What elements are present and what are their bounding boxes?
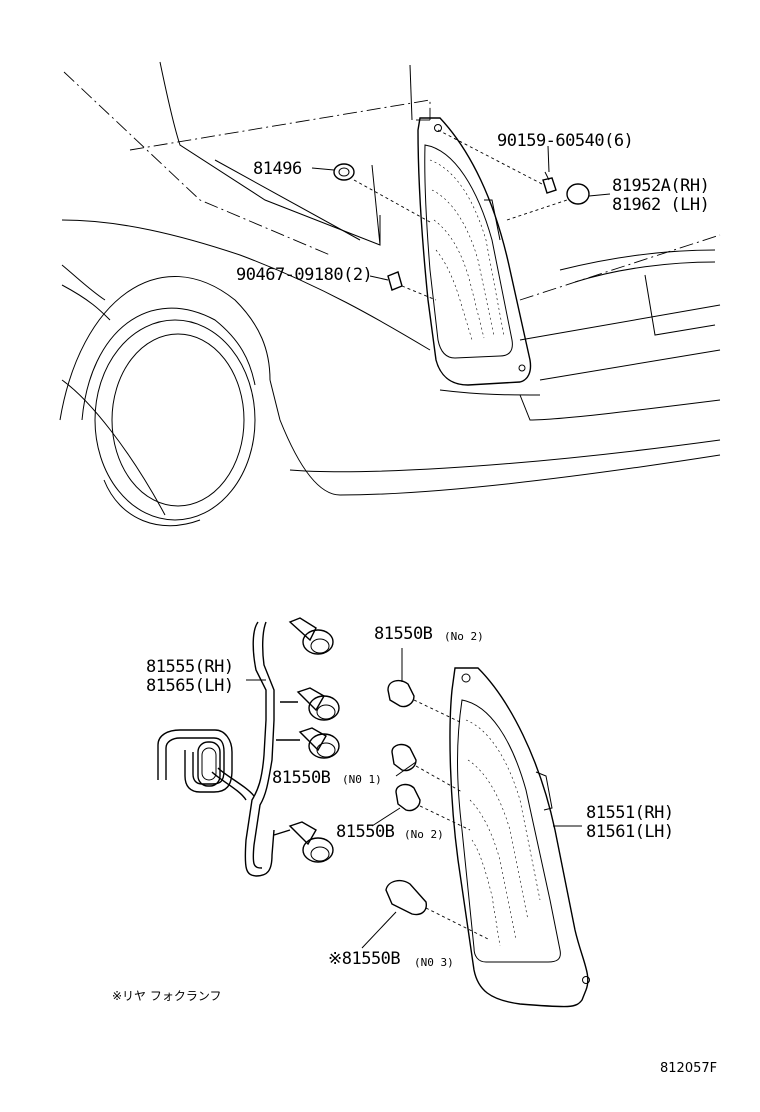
socket-2 xyxy=(296,687,340,721)
socket-1 xyxy=(288,617,334,655)
note-81550b-mid2: (No 2) xyxy=(404,828,444,841)
label-81962-lh: 81962 (LH) xyxy=(612,195,709,215)
tail-lamp-on-vehicle xyxy=(417,117,532,386)
bulb-no2-mid xyxy=(371,783,471,831)
note-81550b-top: (No 2) xyxy=(444,630,484,643)
label-81550b-mid1: 81550B xyxy=(272,768,331,788)
label-90159-60540: 90159-60540(6) xyxy=(497,131,633,151)
label-81561-lh: 81561(LH) xyxy=(586,822,674,842)
label-81952a-rh: 81952A(RH) xyxy=(612,176,709,196)
bulb-no1 xyxy=(391,743,463,793)
label-81550b-top: 81550B xyxy=(374,624,433,644)
vehicle-rear-outline xyxy=(59,61,721,527)
label-81565-lh: 81565(LH) xyxy=(146,676,234,696)
label-81550b-bottom: ※81550B xyxy=(328,949,400,969)
label-90467-09180: 90467-09180(2) xyxy=(236,265,372,285)
part-81496-grommet xyxy=(311,163,431,223)
label-81496: 81496 xyxy=(253,159,302,179)
diagram-code: 812057F xyxy=(660,1061,717,1076)
wiring-harness xyxy=(157,617,340,877)
part-90467-screw xyxy=(369,271,437,301)
socket-3 xyxy=(298,727,340,759)
footnote: ※リヤ フォクランフ xyxy=(112,989,222,1003)
note-81550b-bottom: (N0 3) xyxy=(414,956,454,969)
bulb-no2-top xyxy=(387,648,461,723)
bulb-no3 xyxy=(361,879,491,949)
part-90159-screw xyxy=(437,129,557,194)
tail-lamp-body xyxy=(449,667,590,1008)
label-81550b-mid2: 81550B xyxy=(336,822,395,842)
socket-4 xyxy=(288,821,334,863)
note-81550b-mid1: (N0 1) xyxy=(342,773,382,786)
part-81952-cover xyxy=(506,183,611,221)
label-81551-rh: 81551(RH) xyxy=(586,803,674,823)
label-81555-rh: 81555(RH) xyxy=(146,657,234,677)
